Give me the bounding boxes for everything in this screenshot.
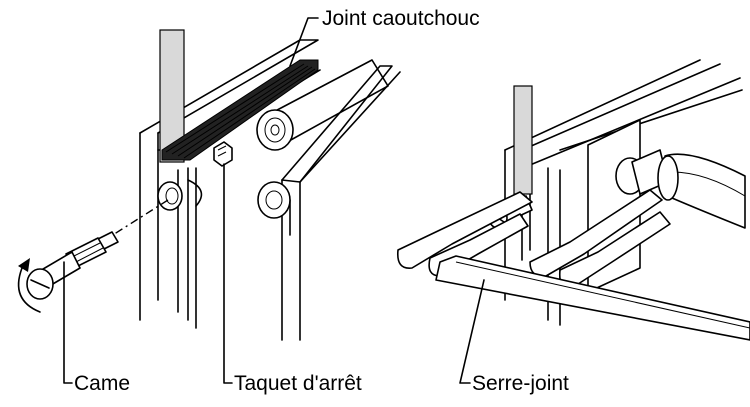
clamp-handle (657, 153, 746, 229)
hinge-roller (256, 59, 389, 151)
clamp-jaws (396, 189, 671, 289)
leader-stop-lug (223, 163, 233, 384)
rotation-arrow (17, 258, 41, 313)
door-panel (257, 65, 401, 341)
label-rubber-seal: Joint caoutchouc (322, 7, 480, 30)
label-cam: Came (74, 372, 130, 395)
label-clamp: Serre-joint (472, 372, 569, 395)
stop-lug (213, 141, 233, 167)
label-stop-lug: Taquet d'arrêt (234, 372, 362, 395)
leader-clamp (459, 279, 485, 384)
leader-rubber-seal (289, 17, 319, 67)
leader-cam (63, 261, 73, 384)
left-assembly (17, 17, 401, 384)
door-eyelet (257, 181, 291, 219)
right-glass-pane (513, 85, 533, 195)
rubber-seal (161, 59, 319, 161)
cam-bolt (26, 231, 119, 300)
right-assembly (396, 59, 750, 384)
clamp-bar (435, 255, 750, 341)
insertion-path (107, 199, 169, 239)
